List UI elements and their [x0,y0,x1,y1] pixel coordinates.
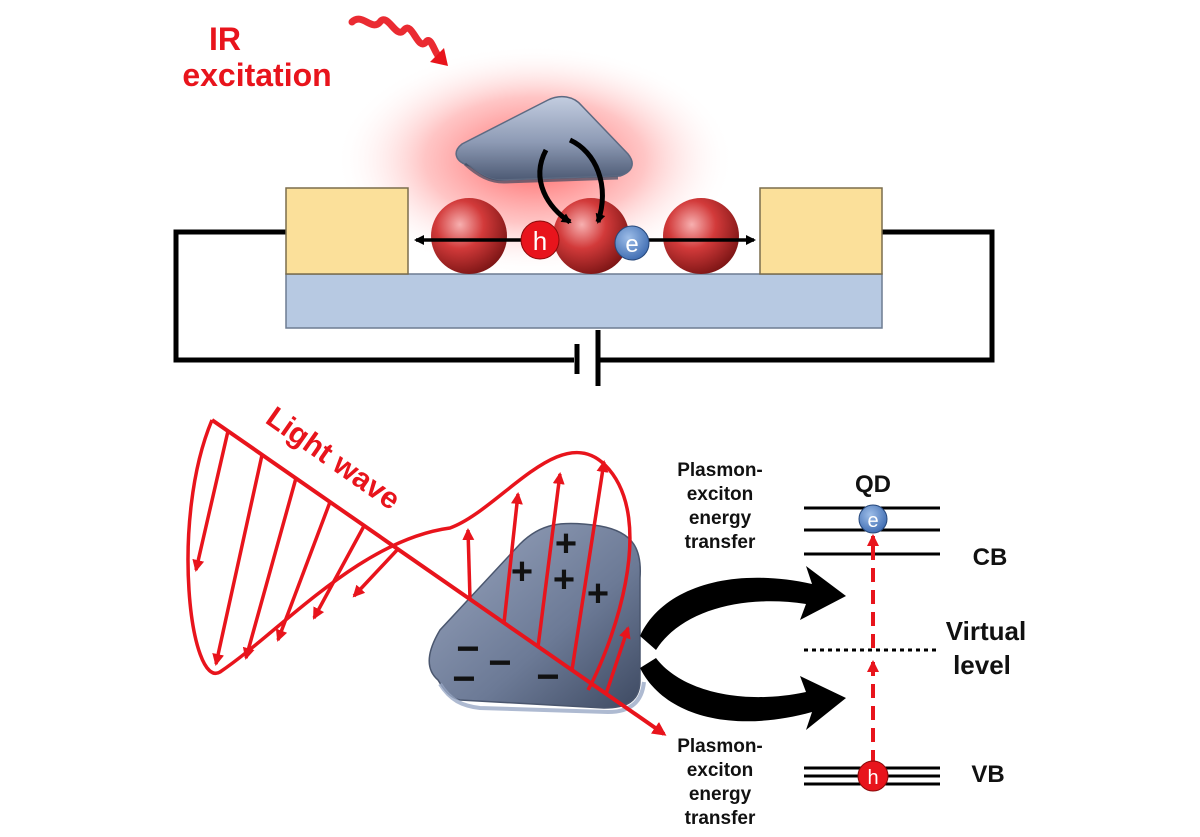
top-device-panel: IR excitation h e [173,15,995,386]
svg-text:−: − [536,655,559,699]
electron-label: e [625,231,638,258]
plasmonic-nanoprism-bottom-edge [438,681,646,715]
vb-hole-label: h [867,767,878,789]
svg-text:+: + [587,573,609,615]
cb-label: CB [973,544,1008,571]
negative-charges: − − − − [452,627,559,701]
virtual-label-line2: level [953,650,1011,680]
qd-electron-label: e [867,510,878,532]
vb-hole [857,760,889,792]
circuit-wire-left [173,229,574,363]
virtual-label-line1: Virtual [946,616,1026,646]
quantum-dot-center [553,198,629,274]
svg-text:−: − [488,641,511,685]
ir-label-line1: IR [209,21,241,57]
svg-text:energy: energy [689,784,752,805]
bottom-mechanism-panel: Light wave + + + + − − − − Plasmon- exci… [186,401,1026,829]
light-wave-label: Light wave [260,401,406,517]
svg-text:−: − [456,627,479,671]
hole-particle [520,220,560,260]
svg-text:transfer: transfer [685,532,756,553]
field-arrows-lower-lobe [192,430,400,666]
hole-label: h [533,226,547,256]
qd-electron [858,504,888,534]
electrode-left [285,187,409,275]
quantum-dot-left [431,198,507,274]
energy-transfer-arrow-2 [568,137,606,224]
vb-label: VB [971,761,1004,788]
light-wave-envelope [186,419,632,691]
svg-text:Plasmon-: Plasmon- [677,460,763,481]
svg-text:exciton: exciton [687,484,754,505]
field-arrows-upper-lobe [462,460,631,695]
light-wave-axis [210,418,667,736]
electron-particle [614,225,650,261]
transfer-arrow-lower [640,658,846,730]
svg-text:+: + [511,551,533,593]
qd-label: QD [855,471,891,498]
ir-wave-icon [348,15,446,61]
ir-label-line2: excitation [182,57,331,93]
substrate [285,273,883,329]
energy-transfer-arrow-1 [537,148,572,225]
svg-text:Plasmon-: Plasmon- [677,736,763,757]
transfer-label-top: Plasmon- exciton energy transfer [677,460,763,553]
circuit-wire-right [600,229,995,363]
plasmonic-nanoprism-top-edge [463,162,619,184]
svg-text:+: + [555,523,577,565]
transfer-label-bottom: Plasmon- exciton energy transfer [677,736,763,829]
svg-text:energy: energy [689,508,752,529]
electrode-right [759,187,883,275]
svg-text:exciton: exciton [687,760,754,781]
positive-charges: + + + + [511,523,609,615]
svg-text:transfer: transfer [685,808,756,829]
transfer-arrow-upper [640,566,846,650]
svg-text:−: − [452,657,475,701]
svg-text:+: + [553,559,575,601]
ir-wave-arrowhead [430,48,448,66]
quantum-dot-right [663,198,739,274]
